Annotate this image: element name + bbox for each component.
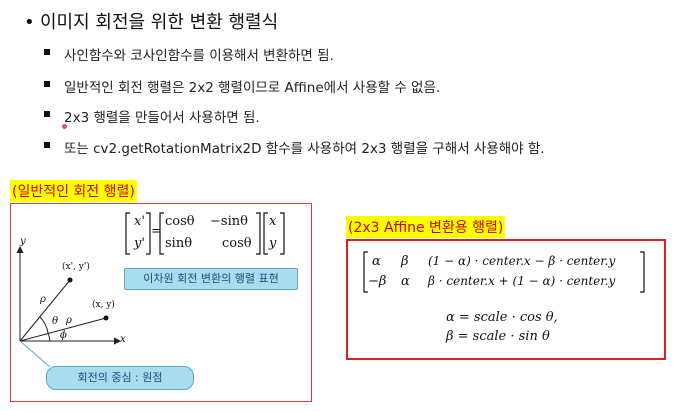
- matrix-equals: =: [151, 224, 162, 239]
- rho-label-1: ρ: [40, 294, 46, 305]
- rho-label-2: ρ: [66, 315, 72, 326]
- bullet-text: 또는 cv2.getRotationMatrix2D 함수를 사용하여 2x3 …: [64, 141, 545, 157]
- square-bullet-icon: [44, 142, 50, 148]
- rotation-diagram: [16, 245, 122, 368]
- bullet-item: 2x3 행렬을 만들어서 사용하면 됨.: [44, 106, 260, 126]
- rotation-matrix-brackets: [125, 212, 285, 255]
- beta-equation: β = scale · sin θ: [446, 329, 550, 344]
- heading-text: 이미지 회전을 위한 변환 행렬식: [40, 12, 279, 33]
- general-rotation-label: (일반적인 회전 행렬): [10, 180, 137, 202]
- matrix-rhs-y: y: [269, 236, 277, 251]
- matrix-cos-2: cosθ: [222, 236, 252, 251]
- matrix-lhs-x: x': [134, 214, 145, 229]
- original-point-label: (x, y): [92, 300, 115, 310]
- rotation-center-note: 회전의 중심 : 원점: [46, 366, 194, 390]
- bullet-text: 사인함수와 코사인함수를 이용해서 변환하면 됨.: [64, 48, 334, 64]
- affine-matrix-label: (2x3 Affine 변환용 행렬): [346, 216, 506, 238]
- affine-matrix-brackets: [363, 251, 645, 293]
- phi-label: ϕ: [60, 330, 67, 341]
- affine-matrix-panel: [346, 239, 666, 360]
- affine-r1-c3: (1 − α) · center.x − β · center.y: [428, 254, 616, 268]
- matrix-sin: sinθ: [165, 236, 193, 251]
- affine-r2-c2: α: [401, 274, 410, 289]
- rotated-point-label: (x', y'): [62, 262, 90, 272]
- axis-x-label: x: [120, 334, 126, 345]
- affine-r1-c1: α: [372, 254, 381, 269]
- square-bullet-icon: [44, 111, 50, 117]
- matrix-rhs-x: x: [269, 214, 277, 229]
- alpha-equation: α = scale · cos θ,: [446, 310, 558, 325]
- bullet-item: 사인함수와 코사인함수를 이용해서 변환하면 됨.: [44, 44, 334, 64]
- theta-label: θ: [52, 316, 59, 327]
- matrix-caption: 이차원 회전 변환의 행렬 표현: [124, 268, 298, 290]
- bullet-dot-icon: •: [24, 12, 35, 33]
- matrix-neg-sin: −sinθ: [210, 214, 248, 229]
- matrix-cos-1: cosθ: [165, 214, 195, 229]
- cursor-dot-icon: [62, 124, 67, 129]
- matrix-lhs-y: y': [134, 236, 145, 251]
- slide-heading: •이미지 회전을 위한 변환 행렬식: [24, 8, 278, 34]
- bullet-item: 일반적인 회전 행렬은 2x2 행렬이므로 Affine에서 사용할 수 없음.: [44, 76, 441, 96]
- axis-y-label: y: [20, 236, 26, 247]
- affine-r1-c2: β: [401, 254, 409, 269]
- affine-r2-c1: −β: [368, 274, 387, 289]
- bullet-text: 2x3 행렬을 만들어서 사용하면 됨.: [64, 110, 260, 126]
- general-rotation-panel: [10, 203, 312, 402]
- affine-r2-c3: β · center.x + (1 − α) · center.y: [428, 274, 616, 288]
- bullet-item: 또는 cv2.getRotationMatrix2D 함수를 사용하여 2x3 …: [44, 137, 545, 157]
- bullet-text: 일반적인 회전 행렬은 2x2 행렬이므로 Affine에서 사용할 수 없음.: [64, 80, 441, 96]
- square-bullet-icon: [44, 49, 50, 55]
- square-bullet-icon: [44, 81, 50, 87]
